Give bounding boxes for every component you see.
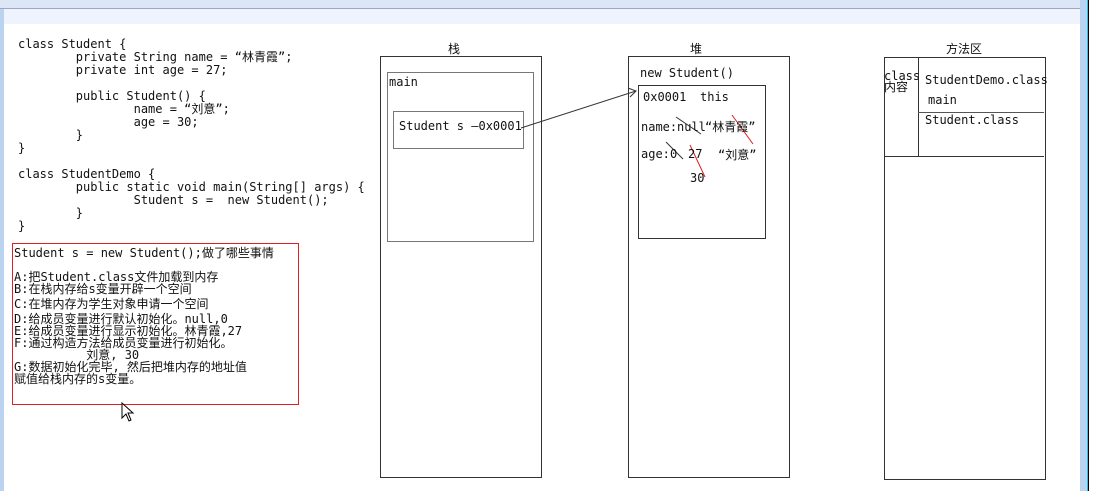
heap-this: this — [700, 90, 729, 104]
note-line: 刘意, 30 — [14, 348, 140, 362]
class-studentdemo-main: main — [928, 93, 957, 107]
strike-lqx — [731, 114, 754, 145]
code-line: } — [18, 206, 84, 220]
age-explicit: 27 — [688, 147, 703, 161]
strike-27 — [689, 144, 706, 178]
code-line: } — [18, 128, 84, 142]
strike-null — [675, 116, 702, 135]
notes-box — [12, 243, 299, 405]
main-frame — [387, 72, 534, 242]
code-line: } — [18, 219, 26, 233]
stack-variable-box — [393, 111, 524, 149]
name-label: name: — [641, 120, 678, 134]
note-line: G:数据初始化完毕, 然后把堆内存的地址值 — [14, 360, 247, 374]
divider-bottom — [884, 156, 1044, 157]
method-area — [884, 57, 1046, 480]
stack-area — [380, 56, 542, 478]
notes-text: Student s = new Student();做了哪些事情 A:把Stud… — [14, 247, 274, 385]
code-block: class Student { private String name = “林… — [18, 38, 365, 233]
note-line: 赋值给栈内存的s变量。 — [14, 372, 142, 386]
note-line: F:通过构造方法给成员变量进行初始化。 — [14, 336, 233, 350]
main-frame-label: main — [389, 75, 418, 89]
note-line: Student s = new Student();做了哪些事情 — [14, 246, 274, 260]
note-line: A:把Student.class文件加载到内存 — [14, 270, 219, 284]
heap-object — [638, 85, 766, 239]
code-line: age = 30; — [18, 115, 199, 129]
left-border — [0, 9, 4, 491]
heap-address: 0x0001 — [643, 90, 687, 104]
strike-zero — [665, 141, 684, 160]
stack-title: 栈 — [448, 42, 461, 56]
method-area-title: 方法区 — [946, 42, 983, 56]
heap-object-label: new Student() — [640, 66, 734, 80]
note-line: D:给成员变量进行默认初始化。null,0 — [14, 312, 228, 326]
heap-title: 堆 — [690, 42, 703, 56]
vertical-scrollbar[interactable] — [1080, 0, 1088, 491]
code-line: class StudentDemo { — [18, 167, 156, 181]
class-studentdemo: StudentDemo.class — [925, 73, 1048, 87]
name-ctor: “刘意” — [718, 148, 757, 162]
heap-area — [628, 56, 790, 478]
class-content-label: class 内容 — [884, 69, 921, 94]
name-explicit: “林青霞” — [705, 120, 756, 134]
code-line: } — [18, 141, 26, 155]
stack-variable: Student s —0x0001 — [399, 119, 522, 133]
class-student: Student.class — [925, 113, 1019, 127]
code-line: private String name = “林青霞”; — [18, 50, 293, 64]
name-default: null — [677, 120, 706, 134]
mouse-cursor-icon — [121, 401, 135, 426]
age-ctor: 30 — [690, 171, 705, 185]
window-edge — [1088, 0, 1089, 491]
note-line: B:在栈内存给s变量开辟一个空间 — [14, 282, 192, 296]
code-line: name = “刘意”; — [18, 102, 230, 116]
toolbar-strip — [0, 0, 1086, 9]
divider-vertical — [918, 57, 919, 156]
note-line: C:在堆内存为学生对象申请一个空间 — [14, 297, 209, 311]
code-line: public static void main(String[] args) { — [18, 180, 365, 194]
code-line: public Student() { — [18, 89, 206, 103]
code-line: class Student { — [18, 37, 127, 51]
age-label: age: — [641, 147, 670, 161]
ruler-strip — [4, 9, 1080, 24]
code-line: Student s = new Student(); — [18, 193, 329, 207]
divider-mid — [918, 112, 1044, 113]
note-line: E:给成员变量进行显示初始化。林青霞,27 — [14, 324, 243, 338]
age-default: 0 — [670, 147, 678, 161]
code-line: private int age = 27; — [18, 63, 228, 77]
